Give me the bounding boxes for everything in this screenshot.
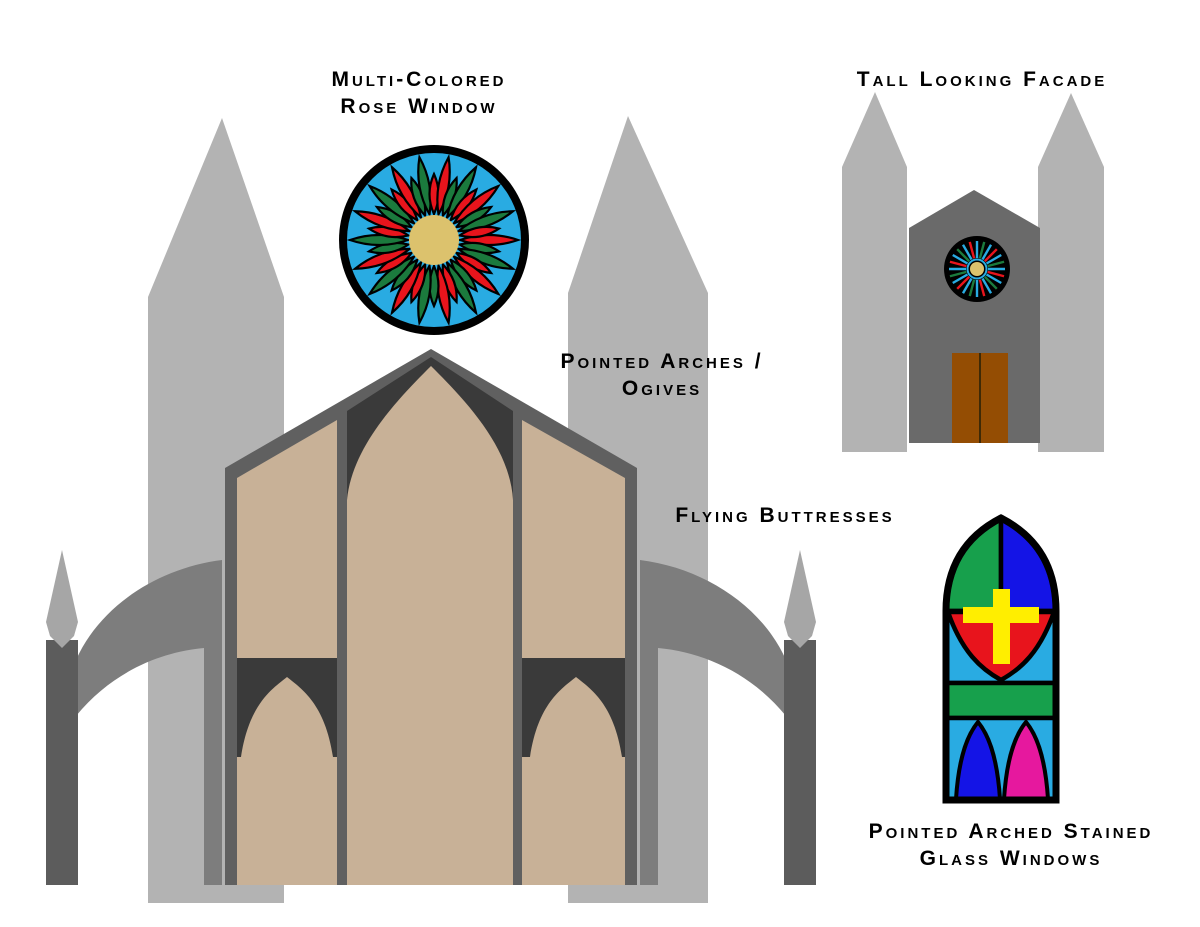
nave-front (225, 349, 637, 885)
facade-right-tower (1038, 93, 1104, 452)
stained-glass-magenta-arch (1001, 718, 1051, 801)
rose-window-petals (346, 153, 522, 327)
stained-glass-illustration (942, 514, 1060, 804)
rose-window-center (409, 215, 459, 265)
stained-glass-cross (963, 589, 1039, 664)
left-pointed-arch (241, 677, 333, 757)
right-pointed-arch (530, 677, 622, 757)
right-flying-buttress (640, 550, 816, 885)
right-wall-panel (522, 420, 625, 885)
facade-illustration (842, 92, 1104, 452)
label-pointed-arches-line2: Ogives (621, 377, 703, 400)
label-stained-glass-line1: Pointed Arched Stained (868, 820, 1154, 843)
main-cathedral-illustration (46, 116, 816, 903)
left-flying-buttress (46, 550, 222, 885)
label-rose-window-line2: Rose Window (340, 95, 498, 118)
rose-window-illustration (339, 145, 529, 335)
label-tall-facade: Tall Looking Facade (856, 68, 1108, 91)
stained-glass-frame (942, 514, 1060, 804)
facade-doors (952, 353, 1008, 443)
label-flying-buttresses: Flying Buttresses (675, 504, 895, 527)
central-pointed-arch (347, 366, 513, 885)
left-wall-panel (237, 420, 337, 885)
label-pointed-arches: Pointed Arches / Ogives (560, 348, 763, 402)
stained-glass-blue-arch (953, 718, 1003, 801)
label-pointed-arches-line1: Pointed Arches / (560, 350, 764, 373)
stained-glass-green-band (944, 680, 1058, 721)
facade-rose-window (944, 236, 1010, 302)
facade-left-tower (842, 92, 907, 452)
label-rose-window: Multi-Colored Rose Window (331, 66, 506, 120)
label-rose-window-line1: Multi-Colored (331, 68, 507, 91)
label-stained-glass: Pointed Arched Stained Glass Windows (869, 818, 1154, 872)
label-stained-glass-line2: Glass Windows (919, 847, 1103, 870)
